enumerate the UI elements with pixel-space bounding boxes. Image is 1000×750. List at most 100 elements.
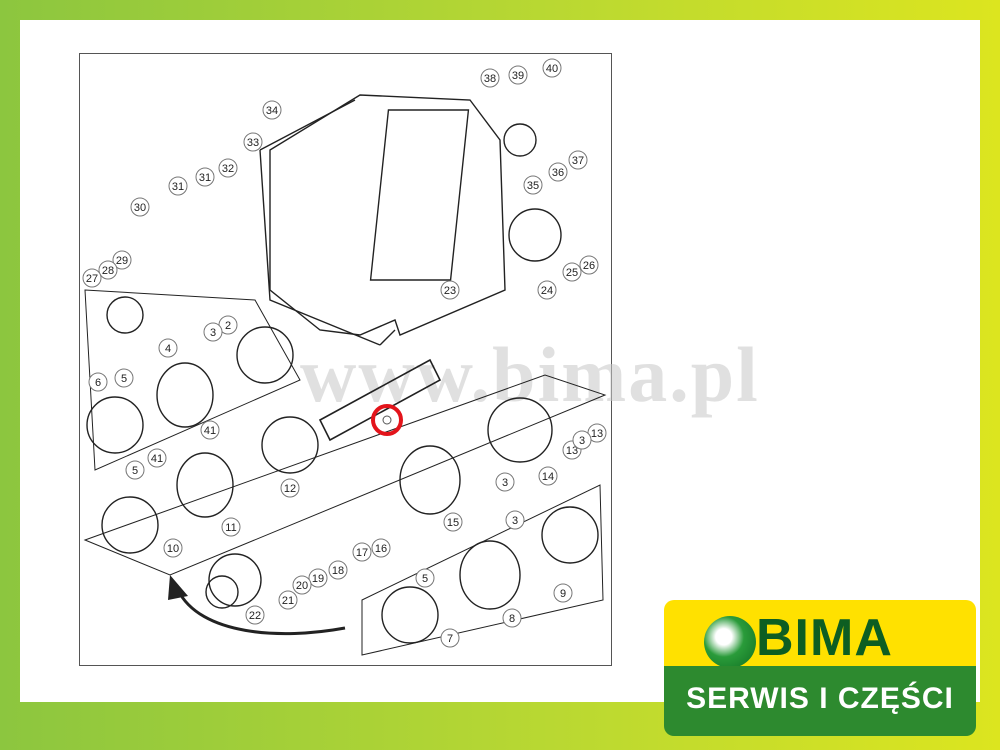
logo-bottom-panel [664, 666, 976, 736]
callout-24: 24 [537, 280, 557, 300]
svg-text:26: 26 [583, 260, 595, 272]
callout-4: 4 [158, 338, 178, 358]
svg-text:4: 4 [165, 343, 171, 355]
callout-28: 28 [98, 260, 118, 280]
svg-text:32: 32 [222, 163, 234, 175]
callout-15: 15 [443, 512, 463, 532]
logo-brand: BIMA [756, 609, 893, 667]
svg-text:34: 34 [266, 105, 278, 117]
callout-17: 17 [352, 542, 372, 562]
callout-36: 36 [548, 162, 568, 182]
callout-25: 25 [562, 262, 582, 282]
svg-text:31: 31 [172, 181, 184, 193]
arrow-head [168, 575, 188, 600]
bima-logo[interactable]: BIMA SERWIS I CZĘŚCI [664, 600, 976, 736]
synchro-4 [156, 362, 214, 428]
svg-text:15: 15 [447, 517, 459, 529]
callout-31b: 31 [195, 167, 215, 187]
svg-text:35: 35 [527, 180, 539, 192]
callout-26: 26 [579, 255, 599, 275]
svg-text:39: 39 [512, 70, 524, 82]
svg-text:40: 40 [546, 63, 558, 75]
housing-rib [369, 109, 470, 281]
svg-text:33: 33 [247, 137, 259, 149]
group-frame-right [361, 484, 604, 656]
svg-text:5: 5 [121, 373, 127, 385]
gear-10 [101, 496, 159, 554]
callout-30: 30 [130, 197, 150, 217]
callout-6: 6 [88, 372, 108, 392]
bearing-35 [503, 123, 537, 157]
callout-33: 33 [243, 132, 263, 152]
logo-top-panel: BIMA [664, 600, 976, 674]
svg-text:27: 27 [86, 273, 98, 285]
callout-22: 22 [245, 605, 265, 625]
svg-text:41: 41 [204, 425, 216, 437]
svg-text:3: 3 [502, 477, 508, 489]
svg-text:36: 36 [552, 167, 564, 179]
callout-18: 18 [328, 560, 348, 580]
gear-12 [261, 416, 319, 474]
svg-text:21: 21 [282, 595, 294, 607]
group-frame-middle [83, 374, 607, 576]
callout-3a: 3 [203, 322, 223, 342]
highlight-center [382, 415, 392, 425]
callout-2: 2 [218, 315, 238, 335]
synchro-8 [459, 540, 521, 610]
gear-7 [381, 586, 439, 644]
callout-21: 21 [278, 590, 298, 610]
callout-40: 40 [542, 58, 562, 78]
svg-text:13: 13 [566, 445, 578, 457]
callout-12: 12 [280, 478, 300, 498]
callout-3b: 3 [572, 430, 592, 450]
logo-tagline: SERWIS I CZĘŚCI [686, 682, 954, 715]
svg-text:14: 14 [542, 471, 554, 483]
svg-text:3: 3 [579, 435, 585, 447]
synchro-15 [399, 445, 461, 515]
highlight-marker [371, 404, 403, 436]
svg-text:2: 2 [225, 320, 231, 332]
svg-text:23: 23 [444, 285, 456, 297]
callout-27: 27 [82, 268, 102, 288]
svg-text:7: 7 [447, 633, 453, 645]
ball-icon [704, 616, 756, 668]
callout-39: 39 [508, 65, 528, 85]
gear-27 [106, 296, 144, 334]
gear-9b [541, 506, 599, 564]
callout-29: 29 [112, 250, 132, 270]
svg-text:18: 18 [332, 565, 344, 577]
callout-16: 16 [371, 538, 391, 558]
gear-14 [487, 397, 553, 463]
svg-text:11: 11 [225, 522, 236, 534]
callout-35: 35 [523, 175, 543, 195]
callout-23: 23 [440, 280, 460, 300]
svg-text:37: 37 [572, 155, 584, 167]
svg-text:6: 6 [95, 377, 101, 389]
callout-41b: 41 [147, 448, 167, 468]
svg-text:5: 5 [422, 573, 428, 585]
callout-37: 37 [568, 150, 588, 170]
svg-text:29: 29 [116, 255, 128, 267]
assembly-arrow [176, 589, 346, 636]
group-frame-left [84, 289, 301, 471]
main-shaft [318, 358, 442, 442]
svg-text:10: 10 [167, 543, 179, 555]
svg-text:20: 20 [296, 580, 308, 592]
callout-3d: 3 [505, 510, 525, 530]
callout-10: 10 [163, 538, 183, 558]
gear-2 [236, 326, 294, 384]
housing-flange [259, 99, 396, 346]
svg-text:13: 13 [591, 428, 603, 440]
callout-9: 9 [553, 583, 573, 603]
callout-5b: 5 [125, 460, 145, 480]
svg-text:3: 3 [210, 327, 216, 339]
svg-text:31: 31 [199, 172, 211, 184]
svg-text:8: 8 [509, 613, 515, 625]
gear-6 [86, 396, 144, 454]
callout-34: 34 [262, 100, 282, 120]
svg-text:17: 17 [356, 547, 368, 559]
callout-31a: 31 [168, 176, 188, 196]
svg-text:25: 25 [566, 267, 578, 279]
